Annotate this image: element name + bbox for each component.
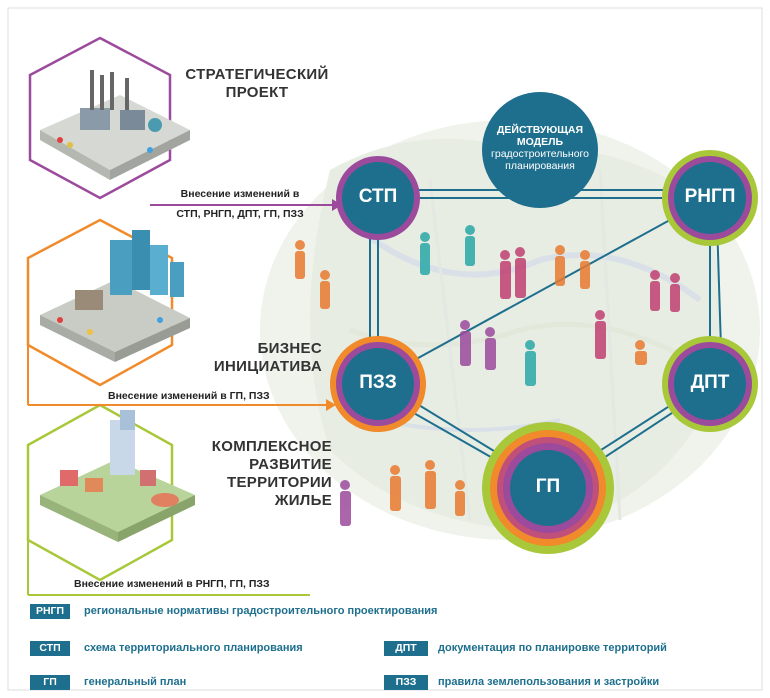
node-gp-circle <box>482 422 614 554</box>
industrial-illustration <box>40 70 190 180</box>
business-title-line2: ИНИЦИАТИВА <box>213 358 322 375</box>
business-title: БИЗНЕС ИНИЦИАТИВА <box>196 340 322 376</box>
complex-title-line1: КОМПЛЕКСНОЕ <box>211 438 332 455</box>
legend-rngp-text: региональные нормативы градостроительног… <box>84 605 438 617</box>
arrow-complex <box>27 540 310 596</box>
legend-pzz-badge: ПЗЗ <box>384 675 428 690</box>
node-model-label: ДЕЙСТВУЮЩАЯ МОДЕЛЬ градостроительного пл… <box>484 124 596 172</box>
node-dpt-label: ДПТ <box>690 372 730 393</box>
business-illustration <box>40 230 190 362</box>
complex-title-line4: ЖИЛЬЕ <box>274 492 332 509</box>
complex-note: Внесение изменений в РНГП, ГП, ПЗЗ <box>74 578 270 590</box>
legend-stp-text: схема территориального планирования <box>84 642 303 654</box>
legend-stp-badge: СТП <box>30 641 70 656</box>
strategic-note: Внесение изменений в СТП, РНГП, ДПТ, ГП,… <box>150 188 330 220</box>
strategic-title: СТРАТЕГИЧЕСКИЙ ПРОЕКТ <box>182 66 332 102</box>
strategic-title-line1: СТРАТЕГИЧЕСКИЙ <box>185 66 329 83</box>
node-stp-circle <box>336 156 420 240</box>
legend-gp-text: генеральный план <box>84 676 187 688</box>
model-line4: планирования <box>505 160 575 172</box>
node-rngp-label: РНГП <box>684 186 736 207</box>
strategic-title-line2: ПРОЕКТ <box>225 84 289 101</box>
node-pzz-label: ПЗЗ <box>359 372 397 393</box>
business-title-line1: БИЗНЕС <box>257 340 322 357</box>
business-hex-frame <box>26 218 174 387</box>
complex-hex-frame <box>26 403 174 582</box>
node-gp-label: ГП <box>535 476 561 497</box>
model-line2: МОДЕЛЬ <box>516 136 564 148</box>
legend-dpt-badge: ДПТ <box>384 641 428 656</box>
strategic-note-line1: Внесение изменений в <box>180 188 300 200</box>
complex-title: КОМПЛЕКСНОЕ РАЗВИТИЕ ТЕРРИТОРИИ ЖИЛЬЕ <box>190 438 332 510</box>
node-pzz-circle <box>330 336 426 432</box>
node-rngp-circle <box>662 150 758 246</box>
strategic-hex-frame <box>28 36 172 200</box>
arrow-business <box>27 345 336 411</box>
node-dpt-circle <box>662 336 758 432</box>
model-line3: градостроительного <box>491 148 589 160</box>
node-model-circle <box>482 92 598 208</box>
legend-pzz-text: правила землепользования и застройки <box>438 676 660 688</box>
complex-title-line2: РАЗВИТИЕ <box>249 456 332 473</box>
housing-illustration <box>40 410 195 542</box>
legend-gp-badge: ГП <box>30 675 70 690</box>
model-line1: ДЕЙСТВУЮЩАЯ <box>496 124 584 136</box>
complex-title-line3: ТЕРРИТОРИИ <box>227 474 332 491</box>
strategic-note-line2: СТП, РНГП, ДПТ, ГП, ПЗЗ <box>176 208 304 220</box>
business-note: Внесение изменений в ГП, ПЗЗ <box>108 390 270 402</box>
legend-dpt-text: документация по планировке территорий <box>438 642 667 654</box>
people-silhouettes <box>295 225 680 526</box>
legend-rngp-badge: РНГП <box>30 604 70 619</box>
node-stp-label: СТП <box>358 186 398 207</box>
